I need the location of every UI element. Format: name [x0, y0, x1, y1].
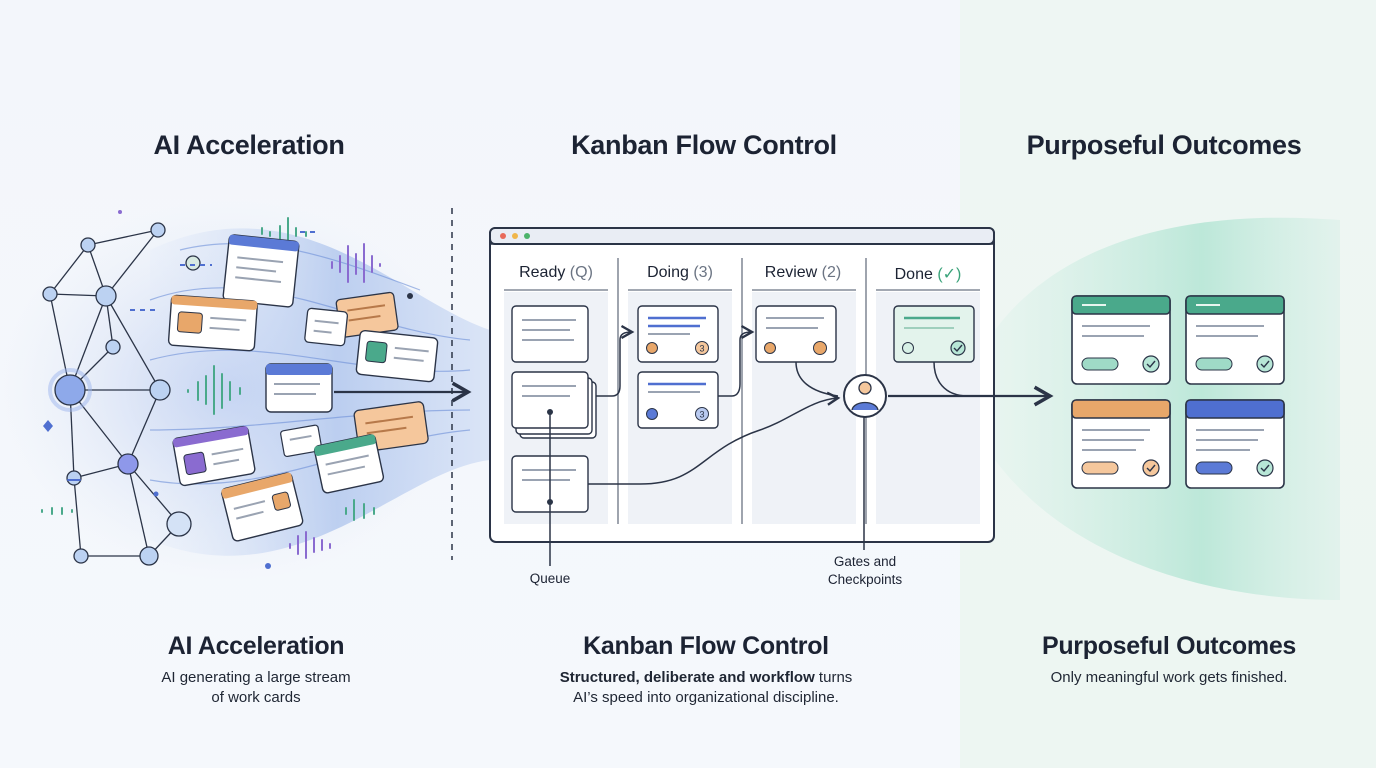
ai-card [167, 294, 258, 352]
ai-card [221, 472, 304, 542]
column-name: Done [894, 266, 933, 283]
column-separators [504, 258, 980, 524]
outcome-card [1071, 295, 1171, 385]
ai-card [222, 234, 300, 308]
caption-body-kanban: Structured, deliberate and workflow turn… [560, 668, 853, 708]
outcome-card [1185, 399, 1285, 489]
column-header-doing: Doing (3) [647, 264, 713, 282]
column-count: (3) [693, 264, 713, 281]
caption-title-outcomes: Purposeful Outcomes [1041, 632, 1297, 660]
caption-line: Only meaningful work gets finished. [1050, 669, 1288, 686]
gates-label-line: Checkpoints [827, 572, 903, 587]
network-nodes [42, 222, 201, 566]
caption-line: AI generating a large stream [161, 669, 351, 686]
spark-dot [153, 491, 159, 497]
spark-dot [118, 210, 122, 214]
column-count: (✓) [937, 266, 962, 283]
done-card [893, 305, 975, 363]
dash-decor [130, 231, 320, 311]
spark-dot [407, 293, 413, 299]
section-title-kanban: Kanban Flow Control [571, 130, 837, 160]
caption-line: Structured, deliberate and workflow turn… [560, 668, 853, 688]
doing-card: 3 [637, 371, 719, 429]
caption-line: of work cards [211, 689, 301, 706]
outcome-card [1185, 295, 1285, 385]
column-header-review: Review (2) [765, 264, 841, 282]
caption-body-outcomes: Only meaningful work gets finished. [1051, 668, 1288, 688]
column-name: Ready [519, 264, 566, 281]
waveform-icon [41, 217, 381, 559]
ai-card [265, 363, 333, 413]
column-count: (2) [821, 264, 842, 281]
ai-card [313, 434, 385, 494]
spark-diamond [43, 420, 53, 432]
flow-connectors [549, 324, 1054, 566]
caption-title-kanban: Kanban Flow Control [583, 632, 829, 660]
gate-checkpoint-icon [843, 374, 887, 418]
caption-rest: turns [814, 669, 853, 686]
section-title-outcomes: Purposeful Outcomes [1026, 130, 1302, 160]
gates-label-line: Gates and [833, 554, 897, 569]
ai-card [335, 291, 399, 338]
outcome-card [1071, 399, 1171, 489]
ai-card [304, 307, 349, 347]
ai-card [172, 425, 256, 487]
column-name: Doing [647, 264, 689, 281]
doing-card: 3 [637, 305, 719, 363]
caption-line: AI’s speed into organizational disciplin… [573, 689, 839, 706]
review-card [755, 305, 837, 363]
queue-label: Queue [529, 571, 571, 586]
ready-card-stack [511, 371, 597, 439]
caption-title-ai: AI Acceleration [167, 632, 345, 660]
ai-card [355, 329, 439, 383]
ai-card [280, 424, 323, 458]
column-header-done: Done (✓) [895, 264, 962, 284]
doing-badge: 3 [699, 344, 704, 354]
caption-bold: Structured, deliberate and workflow [559, 669, 815, 686]
ready-card [511, 305, 589, 363]
doing-badge: 3 [699, 410, 704, 420]
caption-body-ai: AI generating a large stream of work car… [161, 668, 350, 708]
section-title-ai-acceleration: AI Acceleration [153, 130, 345, 160]
column-count: (Q) [569, 264, 593, 281]
column-header-ready: Ready (Q) [519, 264, 593, 282]
spark-dot [265, 563, 271, 569]
column-name: Review [764, 264, 818, 281]
